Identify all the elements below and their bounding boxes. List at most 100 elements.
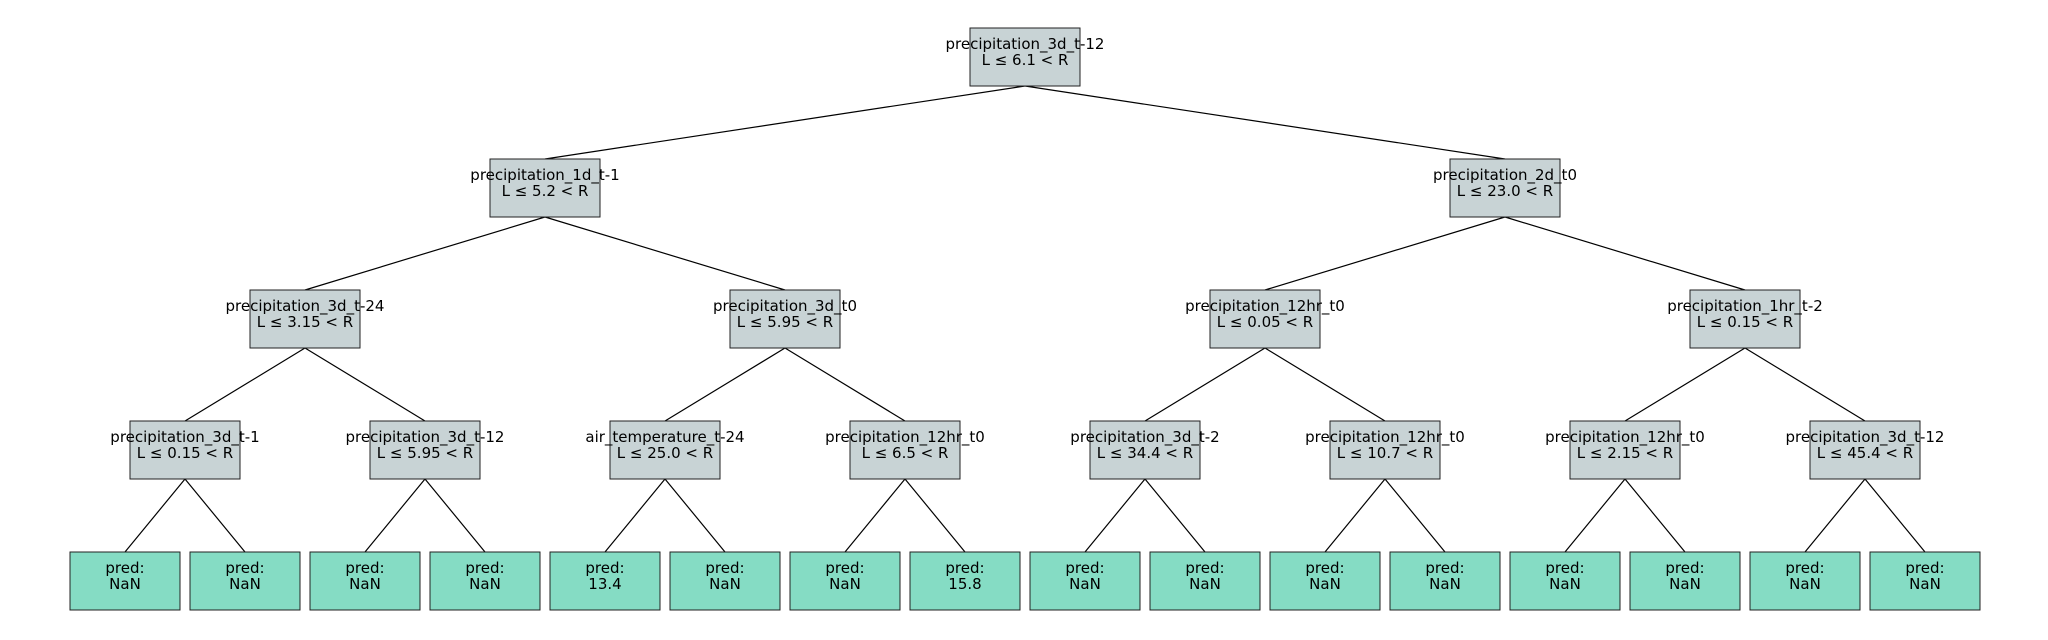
leaf-node-box [1029, 551, 1141, 611]
leaf-node: pred:NaN [309, 551, 421, 611]
tree-edge [664, 347, 786, 422]
leaf-node: pred:NaN [1269, 551, 1381, 611]
tree-edge [1564, 478, 1626, 553]
leaf-pred-value: NaN [1909, 575, 1941, 593]
split-node-box [249, 289, 361, 349]
tree-edge [1384, 478, 1446, 553]
split-threshold-label: L ≤ 10.7 < R [1337, 444, 1433, 462]
tree-edge [1624, 347, 1746, 422]
leaf-node-box [549, 551, 661, 611]
tree-edge [124, 478, 186, 553]
tree-edge [664, 478, 726, 553]
split-node: precipitation_3d_t-12L ≤ 45.4 < R [1786, 420, 1944, 480]
tree-edge [1144, 347, 1266, 422]
split-node: precipitation_3d_t-12L ≤ 6.1 < R [946, 27, 1104, 87]
leaf-node: pred:NaN [1509, 551, 1621, 611]
tree-edge [184, 478, 246, 553]
tree-edge [1144, 478, 1206, 553]
leaf-pred-value: NaN [1189, 575, 1221, 593]
leaf-node-box [1509, 551, 1621, 611]
leaf-pred-label: pred: [945, 559, 984, 577]
leaf-pred-label: pred: [225, 559, 264, 577]
leaf-pred-label: pred: [465, 559, 504, 577]
split-threshold-label: L ≤ 25.0 < R [617, 444, 713, 462]
leaf-pred-value: 15.8 [948, 575, 981, 593]
tree-edge [544, 85, 1026, 160]
split-node-box [1689, 289, 1801, 349]
split-feature-label: precipitation_1d_t-1 [470, 166, 619, 185]
split-threshold-label: L ≤ 0.15 < R [137, 444, 233, 462]
leaf-pred-value: NaN [469, 575, 501, 593]
leaf-node-box [669, 551, 781, 611]
split-node-box [1569, 420, 1681, 480]
leaf-node-box [1389, 551, 1501, 611]
split-node-box [849, 420, 961, 480]
split-node-box [609, 420, 721, 480]
leaf-pred-label: pred: [1665, 559, 1704, 577]
leaf-pred-value: NaN [709, 575, 741, 593]
leaf-pred-value: NaN [1069, 575, 1101, 593]
leaf-pred-label: pred: [1185, 559, 1224, 577]
split-node-box [369, 420, 481, 480]
leaf-node: pred:NaN [1029, 551, 1141, 611]
tree-edge [604, 478, 666, 553]
tree-edge [1504, 216, 1746, 291]
split-node: precipitation_3d_t0L ≤ 5.95 < R [713, 289, 857, 349]
leaf-node: pred:15.8 [909, 551, 1021, 611]
split-threshold-label: L ≤ 34.4 < R [1097, 444, 1193, 462]
leaf-node: pred:13.4 [549, 551, 661, 611]
split-node-box [489, 158, 601, 218]
split-threshold-label: L ≤ 6.5 < R [862, 444, 949, 462]
leaf-node: pred:NaN [1149, 551, 1261, 611]
tree-edge [424, 478, 486, 553]
leaf-pred-value: NaN [829, 575, 861, 593]
leaf-node: pred:NaN [1389, 551, 1501, 611]
leaf-node-box [1269, 551, 1381, 611]
leaf-pred-label: pred: [1305, 559, 1344, 577]
leaf-pred-value: NaN [349, 575, 381, 593]
tree-nodes: precipitation_3d_t-12L ≤ 6.1 < R precipit… [69, 27, 1981, 611]
leaf-pred-label: pred: [705, 559, 744, 577]
tree-edge [1804, 478, 1866, 553]
split-threshold-label: L ≤ 5.95 < R [737, 313, 833, 331]
split-threshold-label: L ≤ 3.15 < R [257, 313, 353, 331]
split-feature-label: precipitation_12hr_t0 [1545, 428, 1705, 447]
tree-edge [1744, 347, 1866, 422]
tree-edge [364, 478, 426, 553]
leaf-pred-label: pred: [1785, 559, 1824, 577]
leaf-node: pred:NaN [69, 551, 181, 611]
tree-edge [184, 347, 306, 422]
leaf-pred-value: NaN [1669, 575, 1701, 593]
split-node: precipitation_12hr_t0L ≤ 2.15 < R [1545, 420, 1705, 480]
leaf-node-box [189, 551, 301, 611]
leaf-node-box [1629, 551, 1741, 611]
leaf-node: pred:NaN [789, 551, 901, 611]
tree-edge [1624, 478, 1686, 553]
split-node: precipitation_1hr_t-2L ≤ 0.15 < R [1667, 289, 1823, 349]
leaf-pred-value: NaN [229, 575, 261, 593]
split-threshold-label: L ≤ 5.2 < R [502, 182, 589, 200]
leaf-node: pred:NaN [669, 551, 781, 611]
split-threshold-label: L ≤ 0.05 < R [1217, 313, 1313, 331]
tree-edge [304, 216, 546, 291]
tree-edge [1264, 347, 1386, 422]
leaf-node-box [69, 551, 181, 611]
leaf-node: pred:NaN [1869, 551, 1981, 611]
leaf-pred-value: NaN [109, 575, 141, 593]
tree-edge [1084, 478, 1146, 553]
leaf-pred-value: NaN [1549, 575, 1581, 593]
leaf-pred-label: pred: [1425, 559, 1464, 577]
split-node-box [129, 420, 241, 480]
leaf-node-box [1149, 551, 1261, 611]
split-threshold-label: L ≤ 0.15 < R [1697, 313, 1793, 331]
leaf-pred-value: NaN [1309, 575, 1341, 593]
leaf-node: pred:NaN [429, 551, 541, 611]
split-threshold-label: L ≤ 6.1 < R [982, 51, 1069, 69]
split-feature-label: precipitation_3d_t-2 [1070, 428, 1219, 447]
split-node-box [969, 27, 1081, 87]
leaf-node-box [309, 551, 421, 611]
leaf-node-box [429, 551, 541, 611]
split-threshold-label: L ≤ 23.0 < R [1457, 182, 1553, 200]
split-node: precipitation_3d_t-1L ≤ 0.15 < R [110, 420, 260, 480]
